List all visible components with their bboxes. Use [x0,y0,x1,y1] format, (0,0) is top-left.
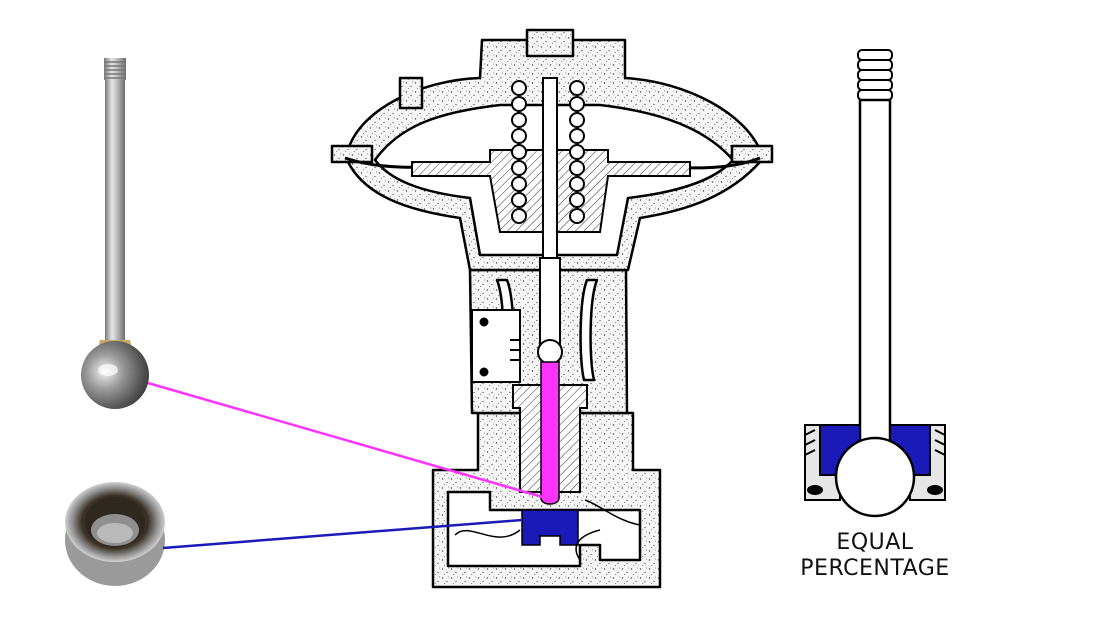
stem-leader-line [147,381,547,500]
valve-seat-ring [521,509,579,546]
seat-ring-photo [65,482,165,586]
stem-pivot [537,339,563,365]
flow-arrows [454,499,641,561]
equal-percentage-trim [804,49,946,518]
actuator-stem [542,77,558,259]
ball-stem-photo [81,58,149,409]
travel-indicator-plate [471,309,521,383]
spring [511,80,585,224]
ball-plug-stem [540,361,560,505]
trim-label-line1: EQUAL [836,530,914,555]
stem-connector [539,257,561,349]
seat-leader-line [162,518,523,550]
trim-label-line2: PERCENTAGE [800,556,950,581]
